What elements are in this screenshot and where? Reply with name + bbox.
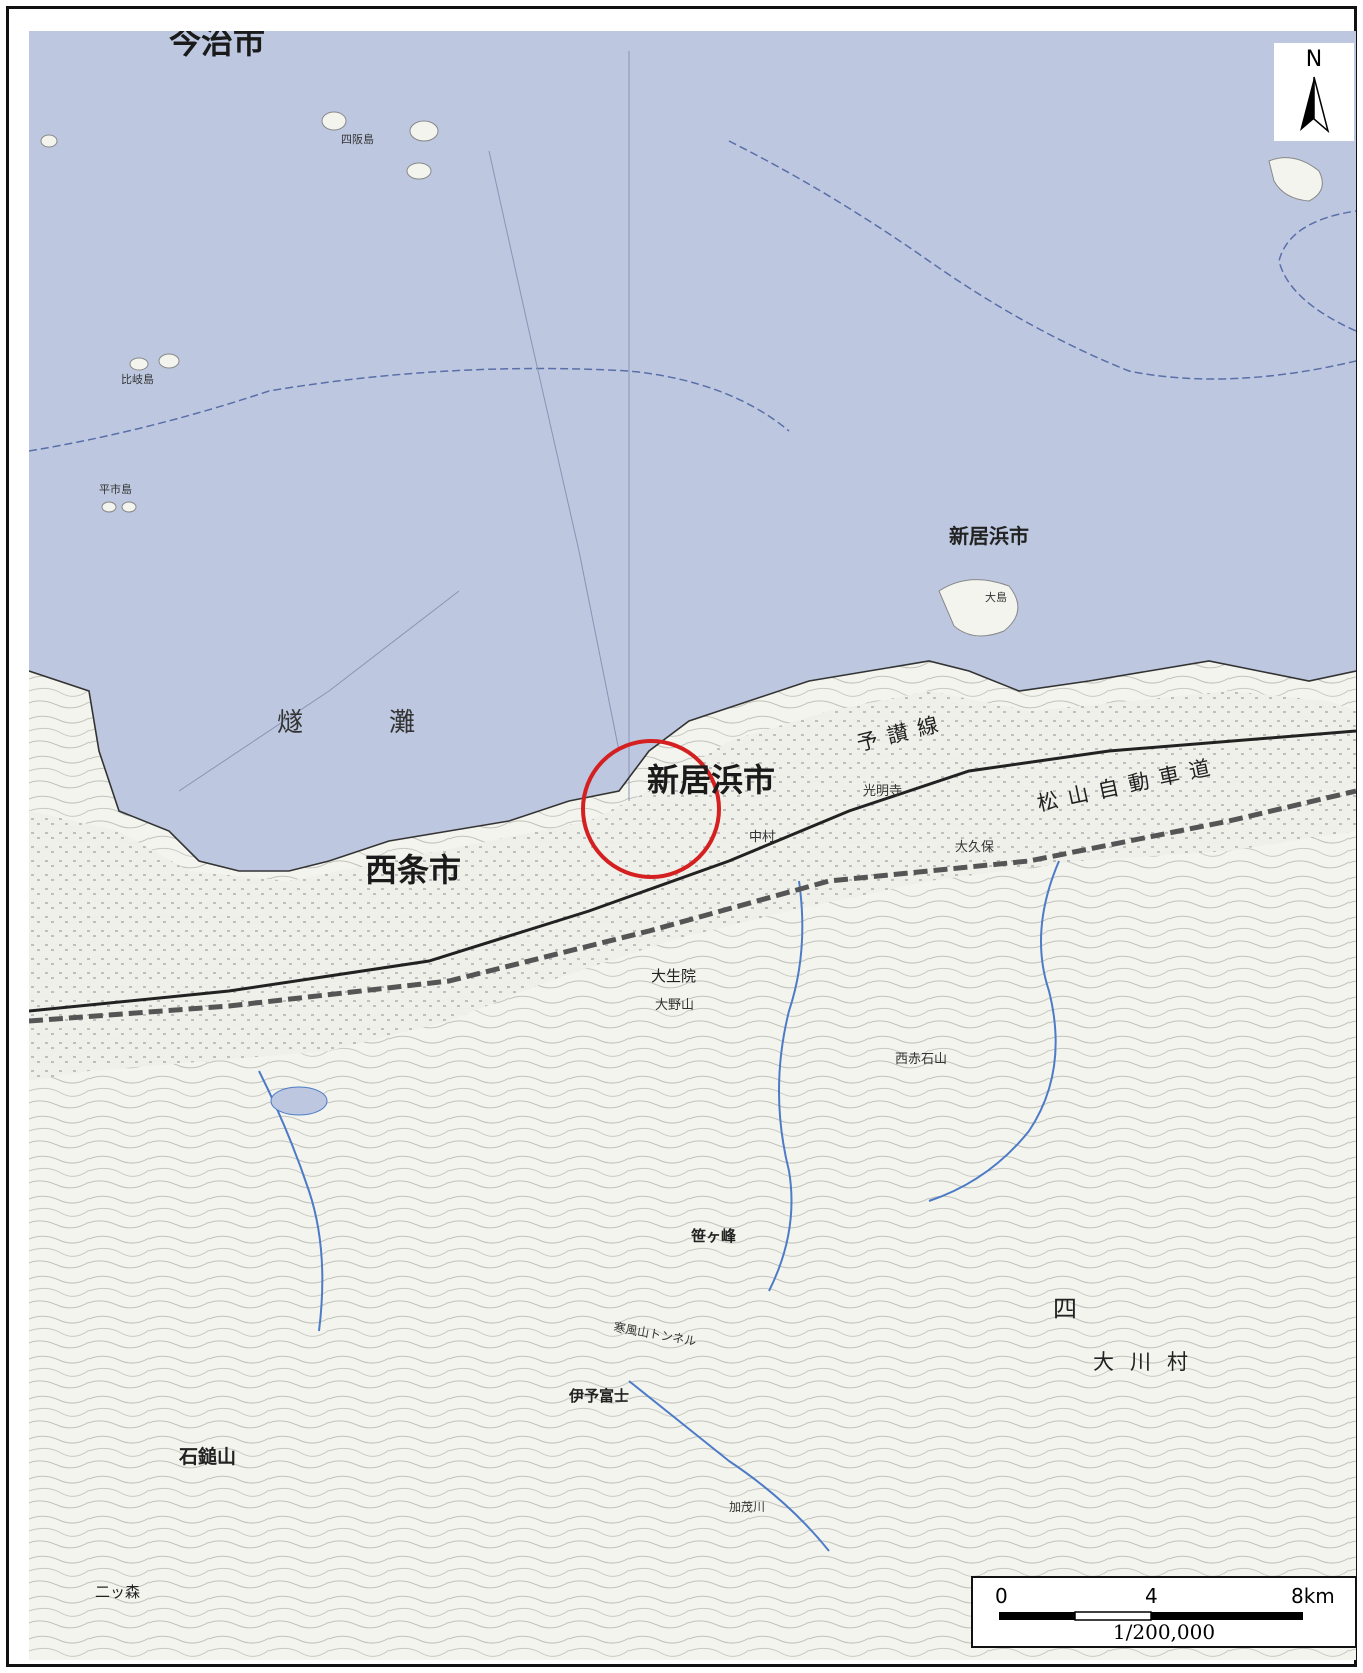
- scale-tick-8km: 8km: [1291, 1584, 1335, 1608]
- topographic-map: 今治市 新居浜市 新居浜市 西条市 燧 灘 四阪島 比岐島 平市島 大島 石鎚山…: [29, 31, 1356, 1660]
- scale-bar-graphic: [999, 1611, 1303, 1621]
- railway: [29, 729, 1356, 1013]
- mountain-label: 伊予富士: [568, 1387, 629, 1405]
- city-label-saijo: 西条市: [365, 851, 461, 889]
- islands: [40, 111, 1323, 637]
- island-label: 四阪島: [341, 132, 374, 146]
- expressway: [29, 788, 1356, 1024]
- scale-bar: 0 4 8km 1/200,000: [971, 1576, 1357, 1648]
- urban-area: [29, 691, 1356, 1081]
- place-label: 中村: [749, 830, 775, 845]
- place-label: 四: [1053, 1295, 1077, 1323]
- place-label: 大川村: [1093, 1350, 1204, 1374]
- sea-boundaries: [29, 140, 1356, 452]
- mountain-label: 大生院: [651, 967, 696, 985]
- mountain-label: 石鎚山: [178, 1445, 236, 1468]
- island-label: 大島: [985, 590, 1007, 604]
- place-label: 大久保: [955, 840, 994, 855]
- north-arrow: N: [1274, 43, 1354, 141]
- north-arrow-icon: [1300, 76, 1330, 134]
- scale-ratio: 1/200,000: [1112, 1620, 1216, 1644]
- place-label: 光明寺: [863, 784, 902, 799]
- mountain-label: 西赤石山: [895, 1052, 947, 1067]
- dam-lake: [270, 1086, 328, 1116]
- mountain-label: 大野山: [655, 998, 694, 1013]
- island-label: 比岐島: [121, 372, 154, 386]
- ferry-routes: [178, 51, 630, 801]
- site-highlight-circle: [581, 739, 721, 879]
- north-label: N: [1305, 47, 1323, 72]
- sea-label: 燧 灘: [277, 708, 445, 738]
- scale-tick-4: 4: [1145, 1584, 1158, 1608]
- map-frame: 今治市 新居浜市 新居浜市 西条市 燧 灘 四阪島 比岐島 平市島 大島 石鎚山…: [6, 6, 1357, 1667]
- mountain-label: 笹ヶ峰: [691, 1227, 737, 1245]
- river-label: 加茂川: [729, 1500, 765, 1514]
- island-label: 平市島: [99, 482, 132, 496]
- city-label-imabari: 今治市: [169, 31, 265, 61]
- scale-tick-0: 0: [995, 1584, 1008, 1608]
- city-label-niihama: 新居浜市: [647, 761, 775, 799]
- mountain-label: 二ッ森: [95, 1583, 140, 1601]
- city-label-niihama-north: 新居浜市: [949, 524, 1029, 548]
- coastline: [29, 660, 1356, 872]
